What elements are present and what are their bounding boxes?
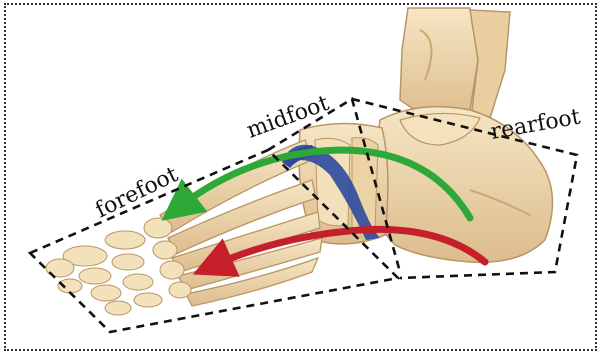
- leg-bones: [400, 8, 510, 120]
- phalanx-bones: [46, 218, 191, 315]
- metatarsal-bones: [160, 140, 322, 306]
- rearfoot-label: rearfoot: [489, 105, 583, 145]
